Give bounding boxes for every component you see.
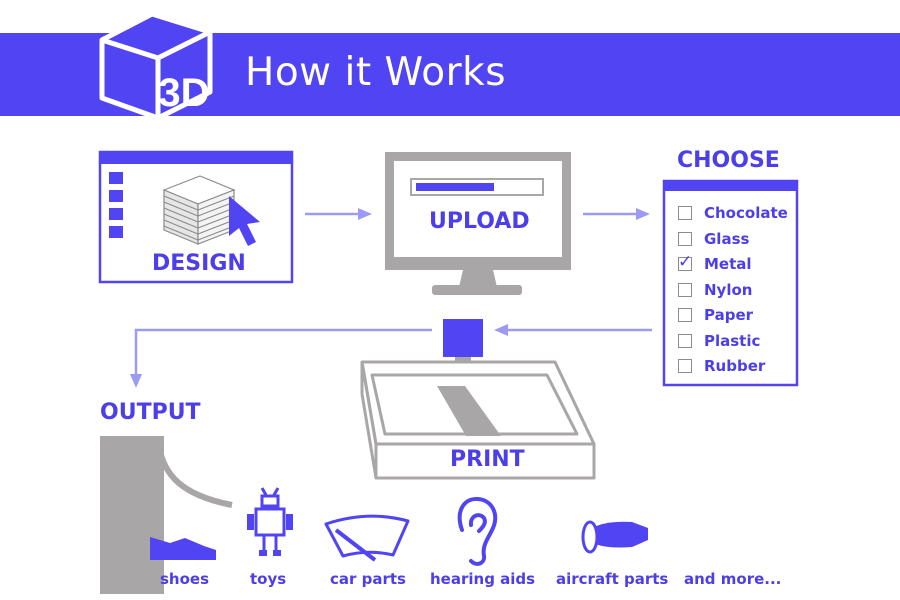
checkbox[interactable] bbox=[678, 359, 692, 373]
3d-cube-logo-icon: 3D bbox=[99, 11, 213, 121]
choose-label: CHOOSE bbox=[677, 148, 780, 173]
page-title: How it Works bbox=[245, 50, 507, 95]
output-label-shoes: shoes bbox=[160, 570, 210, 588]
logo-text: 3D bbox=[158, 71, 209, 115]
design-label: DESIGN bbox=[152, 251, 246, 276]
output-label-more: and more... bbox=[684, 570, 782, 588]
progress-bar-icon bbox=[410, 178, 544, 196]
checkmark-icon: ✓ bbox=[678, 252, 693, 272]
material-option-nylon[interactable]: Nylon bbox=[678, 280, 752, 300]
output-stand-icon bbox=[100, 436, 233, 594]
checkbox[interactable] bbox=[678, 232, 692, 246]
print-label: PRINT bbox=[450, 447, 525, 472]
material-label: Paper bbox=[704, 306, 754, 324]
jet-engine-icon bbox=[581, 520, 648, 554]
printer-tray-icon bbox=[360, 360, 596, 480]
material-option-chocolate[interactable]: Chocolate bbox=[678, 203, 788, 223]
output-label-toys: toys bbox=[250, 570, 287, 588]
material-option-plastic[interactable]: Plastic bbox=[678, 331, 760, 351]
material-label: Chocolate bbox=[704, 204, 788, 222]
ear-icon bbox=[457, 496, 498, 566]
output-label-hearing-aids: hearing aids bbox=[430, 570, 536, 588]
wiper-icon bbox=[324, 514, 410, 562]
output-label-car-parts: car parts bbox=[330, 570, 406, 588]
material-option-rubber[interactable]: Rubber bbox=[678, 356, 765, 376]
material-label: Metal bbox=[704, 255, 752, 273]
upload-label: UPLOAD bbox=[429, 209, 530, 234]
material-option-paper[interactable]: Paper bbox=[678, 305, 753, 325]
robot-toy-icon bbox=[247, 487, 293, 556]
material-label: Rubber bbox=[704, 357, 766, 375]
material-label: Plastic bbox=[704, 332, 761, 350]
material-option-glass[interactable]: Glass bbox=[678, 229, 749, 249]
checkbox[interactable] bbox=[678, 206, 692, 220]
arrow-choose-to-print bbox=[494, 324, 652, 336]
checkbox[interactable] bbox=[678, 334, 692, 348]
shoe-icon bbox=[150, 537, 216, 560]
material-label: Nylon bbox=[704, 281, 753, 299]
arrow-print-to-output bbox=[130, 328, 432, 388]
monitor-icon bbox=[385, 152, 571, 295]
arrow-design-to-upload bbox=[305, 208, 372, 220]
cursor-arrow-icon bbox=[229, 196, 260, 246]
output-label-aircraft-parts: aircraft parts bbox=[556, 570, 669, 588]
checkbox[interactable] bbox=[678, 308, 692, 322]
material-option-metal[interactable]: ✓ Metal bbox=[678, 252, 752, 274]
print-head-icon bbox=[443, 319, 483, 382]
arrow-upload-to-choose bbox=[583, 208, 650, 220]
checkbox[interactable] bbox=[678, 283, 692, 297]
material-label: Glass bbox=[704, 230, 750, 248]
layered-cube-icon bbox=[162, 175, 236, 245]
checkbox[interactable]: ✓ bbox=[678, 252, 692, 272]
output-label: OUTPUT bbox=[100, 400, 201, 425]
